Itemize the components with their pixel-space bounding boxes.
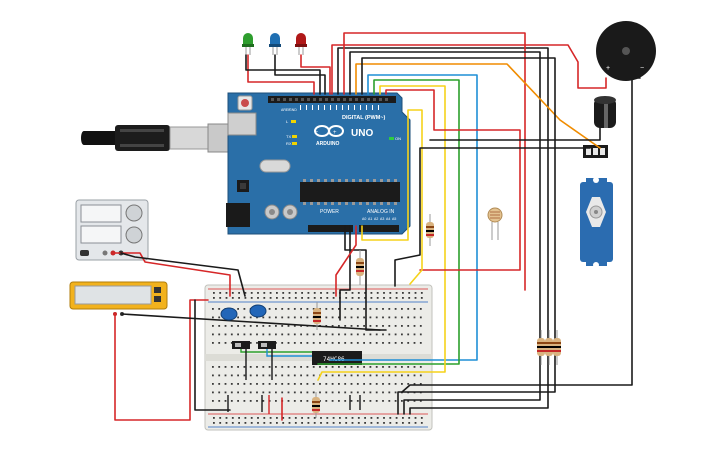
wire-black-top-1	[337, 47, 549, 415]
wire-black-top-3	[361, 57, 556, 415]
wire-orange-servo	[355, 63, 601, 149]
wire-black-gnd-2	[339, 225, 351, 321]
wire-black-buzzer	[401, 77, 641, 393]
led-green[interactable]	[242, 33, 254, 55]
wire-red-5v	[335, 225, 357, 297]
on-label: ON	[395, 136, 401, 141]
pushbutton-1[interactable]	[220, 307, 238, 321]
wire-switch-1-green	[240, 349, 312, 353]
wire-yellow-a0	[361, 109, 423, 285]
wire-meter-red	[114, 299, 209, 421]
wire-blue-1	[329, 74, 478, 361]
piezo-buzzer[interactable]: + −	[596, 21, 656, 81]
pin-a2-label: A2	[374, 217, 378, 221]
wire-meter-black	[121, 313, 381, 331]
wire-red-2	[385, 89, 521, 271]
buzzer-plus-label: +	[606, 65, 610, 72]
wire-led-green	[247, 54, 315, 95]
led-red[interactable]	[295, 33, 307, 55]
gnd-label: GND	[289, 108, 297, 112]
buzzer-minus-label: −	[640, 65, 644, 72]
aref-label: AREF	[281, 108, 290, 112]
wire-switch-2-blue	[266, 349, 312, 357]
pushbutton-2[interactable]	[249, 304, 267, 318]
resistor-led-3[interactable]	[553, 330, 561, 365]
digital-pwm-label: DIGITAL (PWM~)	[342, 115, 386, 121]
tx-label: TX	[286, 134, 291, 139]
ic-74hc86[interactable]: 74HC86	[312, 351, 362, 365]
wire-black-left	[194, 299, 231, 411]
wire-yellow-1	[317, 85, 446, 381]
wire-black-servo-gnd	[394, 147, 591, 287]
wire-black-cap	[429, 127, 601, 141]
analog-in-label: ANALOG IN	[367, 209, 395, 215]
wire-psu-red	[112, 252, 231, 297]
power-supply[interactable]	[75, 199, 149, 261]
led-blue[interactable]	[269, 33, 281, 55]
pin-a0-label: A0	[362, 217, 366, 221]
arduino-logo: - +	[314, 125, 344, 137]
wire-red-top-2	[343, 32, 526, 291]
power-label: POWER	[320, 209, 339, 215]
rx-label: RX	[286, 141, 292, 146]
resistor-led-1[interactable]	[537, 330, 545, 365]
usb-cable	[81, 123, 235, 153]
multimeter[interactable]	[69, 281, 168, 316]
pin-a3-label: A3	[380, 217, 384, 221]
arduino-uno-board[interactable]: DIGITAL (PWM~) AREF GND L TX RX - + ARDU…	[226, 92, 411, 235]
resistor-power[interactable]	[356, 250, 364, 285]
wire-black-switch-gnd	[245, 349, 273, 380]
photoresistor[interactable]	[487, 207, 503, 240]
wire-led-blue	[274, 54, 326, 95]
wire-black-top-2	[349, 51, 541, 415]
resistor-ldr-pulldown[interactable]	[426, 214, 434, 246]
svg-text:-: -	[316, 129, 318, 135]
svg-text:+: +	[333, 130, 337, 136]
wire-green-1	[317, 79, 460, 365]
resistor-led-2[interactable]	[545, 330, 553, 365]
arduino-brand: ARDUINO	[316, 141, 339, 147]
wire-red-buzzer	[331, 44, 607, 95]
atmega-chip	[300, 182, 400, 202]
wire-black-mid	[227, 395, 361, 412]
pin-a4-label: A4	[386, 217, 390, 221]
pin-a1-label: A1	[368, 217, 372, 221]
l-led-label: L	[286, 119, 289, 124]
uno-label: UNO	[351, 128, 373, 139]
wire-psu-black	[120, 252, 246, 297]
slide-switch-2[interactable]	[258, 341, 276, 349]
wire-led-red	[300, 54, 331, 95]
pin-a5-label: A5	[392, 217, 396, 221]
slide-switch-1[interactable]	[232, 341, 250, 349]
resistor-breadboard-2[interactable]	[312, 392, 320, 418]
servo-motor[interactable]	[580, 145, 613, 268]
wire-led-green-gnd	[245, 54, 321, 95]
resistor-breadboard-1[interactable]	[313, 302, 321, 330]
electrolytic-capacitor[interactable]	[594, 96, 616, 128]
